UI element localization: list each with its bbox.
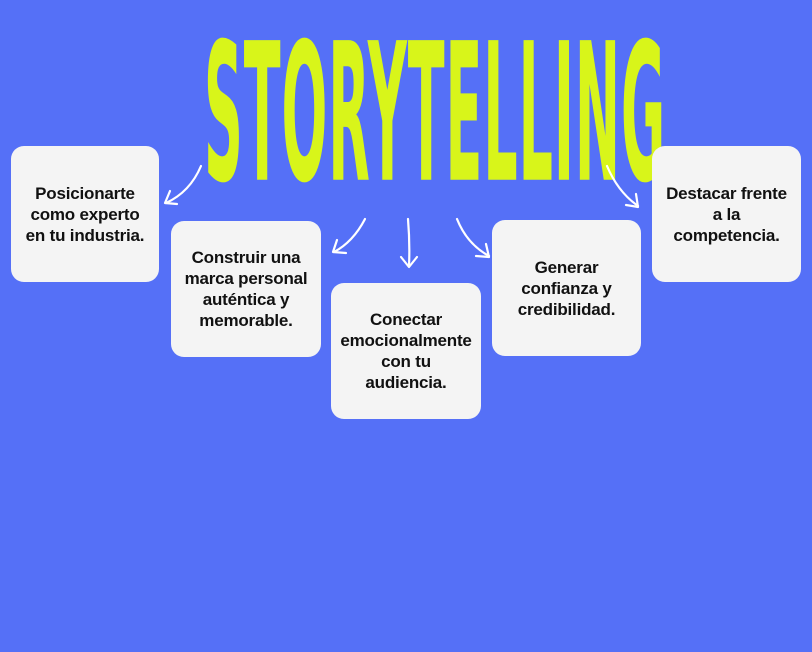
benefit-card-text: Construir una marca personal auténtica y… xyxy=(184,248,308,330)
benefit-card-4: Generar confianza y credibilidad. xyxy=(492,220,641,356)
benefit-card-3: Conectar emocionalmente con tu audiencia… xyxy=(331,283,481,419)
diagram-title: STORYTELLING xyxy=(204,1,667,226)
benefit-card-text: Generar confianza y credibilidad. xyxy=(517,257,616,319)
benefit-card-text: Posicionarte como experto en tu industri… xyxy=(25,183,145,245)
benefit-card-1: Posicionarte como experto en tu industri… xyxy=(11,146,159,282)
arrow-to-card-1 xyxy=(163,164,203,206)
benefit-card-text: Conectar emocionalmente con tu audiencia… xyxy=(340,310,472,392)
benefit-card-2: Construir una marca personal auténtica y… xyxy=(171,221,321,357)
storytelling-diagram: STORYTELLING Posicionarte como experto e… xyxy=(11,18,801,419)
benefit-card-5: Destacar frente a la competencia. xyxy=(652,146,801,282)
arrowhead xyxy=(163,189,179,206)
curved-arrow-icon xyxy=(164,164,203,205)
benefit-card-text: Destacar frente a la competencia. xyxy=(666,183,787,245)
